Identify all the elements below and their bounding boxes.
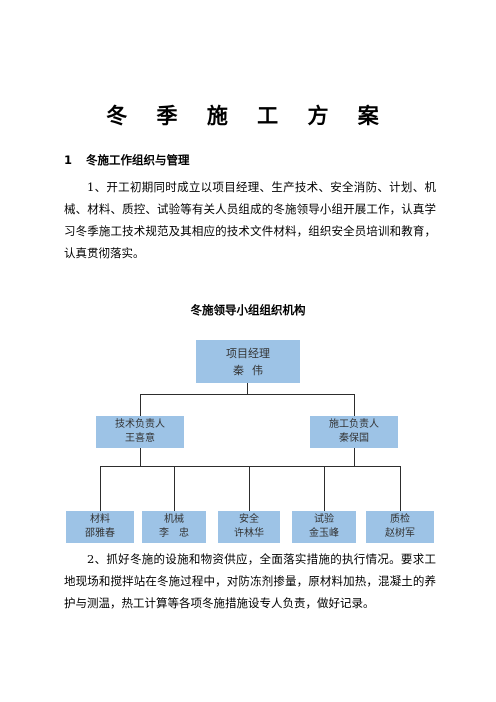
box-role: 材料	[90, 514, 110, 525]
document-title: 冬 季 施 工 方 案	[106, 104, 390, 128]
section-number: 1	[64, 153, 73, 167]
box-person: 许林华	[234, 528, 264, 539]
box-person: 秦伟	[233, 363, 271, 377]
box-person: 赵树军	[385, 528, 415, 539]
paragraph-2: 2、抓好冬施的设施和物资供应，全面落实措施的执行情况。要求工地现场和搅拌站在冬施…	[64, 552, 436, 610]
box-project-manager: 项目经理 秦伟	[196, 340, 300, 383]
connector-construction-down	[354, 448, 355, 466]
paragraph-1: 1、开工初期同时成立以项目经理、生产技术、安全消防、计划、机械、材料、质控、试验…	[64, 180, 436, 260]
connector-to-materials	[100, 466, 101, 511]
connector-to-construction	[354, 394, 355, 416]
connector-top-down	[247, 383, 248, 394]
box-role: 质检	[390, 514, 410, 525]
connector-to-testing	[324, 466, 325, 511]
connector-to-qc	[400, 466, 401, 511]
box-person: 李 忠	[159, 528, 189, 539]
box-construction-lead: 施工负责人 秦保国	[310, 416, 398, 448]
box-person: 王喜意	[125, 433, 155, 444]
box-person: 邵雅春	[85, 528, 115, 539]
connector-to-tech	[140, 394, 141, 416]
box-person: 金玉峰	[309, 528, 339, 539]
connector-upper-bar	[140, 394, 355, 395]
section-title: 冬施工作组织与管理	[86, 153, 190, 167]
box-quality-inspection: 质检 赵树军	[366, 511, 434, 543]
box-materials: 材料 邵雅春	[66, 511, 134, 543]
box-role: 项目经理	[226, 346, 270, 360]
box-role: 施工负责人	[329, 419, 379, 430]
connector-lower-bar	[100, 466, 401, 467]
box-machinery: 机械 李 忠	[142, 511, 206, 543]
box-role: 技术负责人	[115, 419, 165, 430]
section-heading: 1 冬施工作组织与管理	[64, 152, 190, 168]
box-role: 安全	[239, 514, 259, 525]
connector-to-machinery	[174, 466, 175, 511]
box-technical-lead: 技术负责人 王喜意	[96, 416, 184, 448]
box-role: 试验	[314, 514, 334, 525]
org-chart-title: 冬施领导小组组织机构	[190, 303, 306, 317]
box-person: 秦保国	[339, 433, 369, 444]
connector-to-safety	[249, 466, 250, 511]
box-role: 机械	[164, 514, 184, 525]
box-testing: 试验 金玉峰	[292, 511, 356, 543]
box-safety: 安全 许林华	[218, 511, 280, 543]
connector-tech-down	[140, 448, 141, 466]
